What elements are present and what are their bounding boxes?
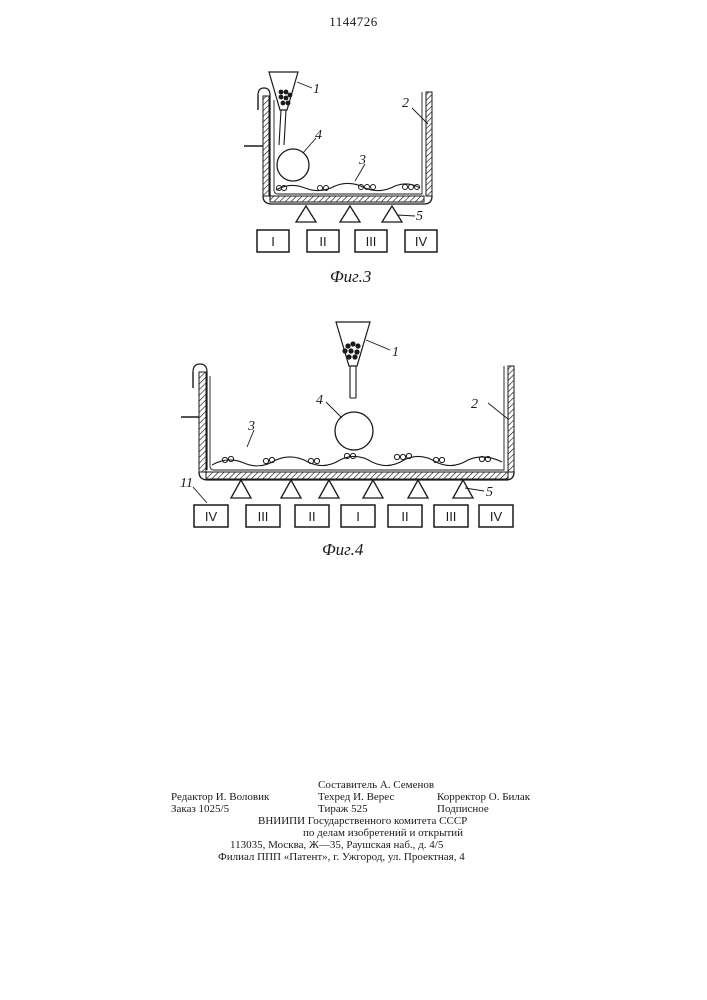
svg-text:III: III: [258, 509, 269, 524]
colophon-dept: по делам изобретений и открытий: [303, 827, 463, 839]
label-bath: 2: [471, 397, 478, 412]
film-layer: [212, 456, 502, 465]
svg-text:II: II: [308, 509, 315, 524]
hopper: [269, 72, 298, 145]
control-box: III: [355, 230, 387, 252]
svg-text:I: I: [271, 234, 275, 249]
patent-number: 1144726: [0, 14, 707, 30]
label-hopper: 1: [392, 345, 399, 360]
colophon-tech-editor: Техред И. Верес: [318, 791, 394, 803]
control-box: IV: [194, 505, 228, 527]
figure-caption: Фиг.3: [330, 267, 371, 286]
control-box: I: [257, 230, 289, 252]
colophon-institute: ВНИИПИ Государственного комитета СССР: [258, 815, 467, 827]
control-box: IV: [479, 505, 513, 527]
label-control: 11: [180, 476, 193, 491]
colophon-address: 113035, Москва, Ж—35, Раушская наб., д. …: [230, 839, 443, 851]
svg-text:II: II: [319, 234, 326, 249]
vibrators: [231, 480, 473, 498]
label-bath: 2: [402, 96, 409, 111]
svg-text:IV: IV: [490, 509, 503, 524]
svg-text:IV: IV: [415, 234, 428, 249]
ball: [277, 149, 309, 181]
svg-text:III: III: [446, 509, 457, 524]
label-ball: 4: [315, 128, 322, 143]
ball: [335, 412, 373, 450]
colophon-branch: Филиал ППП «Патент», г. Ужгород, ул. Про…: [218, 851, 465, 863]
colophon-order: Заказ 1025/5: [171, 803, 229, 815]
control-box: IV: [405, 230, 437, 252]
control-box: III: [246, 505, 280, 527]
label-ball: 4: [316, 393, 323, 408]
control-box: I: [341, 505, 375, 527]
colophon-editor: Редактор И. Воловик: [171, 791, 269, 803]
colophon-corrector: Корректор О. Билак: [437, 791, 530, 803]
label-vibrator: 5: [416, 209, 423, 224]
control-box: II: [295, 505, 329, 527]
control-box: II: [307, 230, 339, 252]
label-hopper: 1: [313, 82, 320, 97]
label-vibrator: 5: [486, 485, 493, 500]
svg-text:IV: IV: [205, 509, 218, 524]
figure-caption: Фиг.4: [322, 540, 364, 559]
hopper: [336, 322, 370, 398]
svg-text:I: I: [356, 509, 360, 524]
film-layer: [276, 183, 420, 190]
figure-4: 1 4 3 2 5 11 IV III II I II III: [0, 310, 707, 570]
svg-text:III: III: [366, 234, 377, 249]
control-box: II: [388, 505, 422, 527]
svg-text:II: II: [401, 509, 408, 524]
label-film: 3: [358, 153, 366, 168]
vibrators: [296, 206, 402, 222]
beads: [222, 453, 490, 463]
colophon-composer: Составитель А. Семенов: [318, 779, 434, 791]
colophon-subscription: Подписное: [437, 803, 489, 815]
control-box: III: [434, 505, 468, 527]
colophon-circulation: Тираж 525: [318, 803, 368, 815]
label-film: 3: [247, 419, 255, 434]
figure-3: 1 4 3 2 5 I II III IV Фиг.3: [0, 60, 707, 290]
